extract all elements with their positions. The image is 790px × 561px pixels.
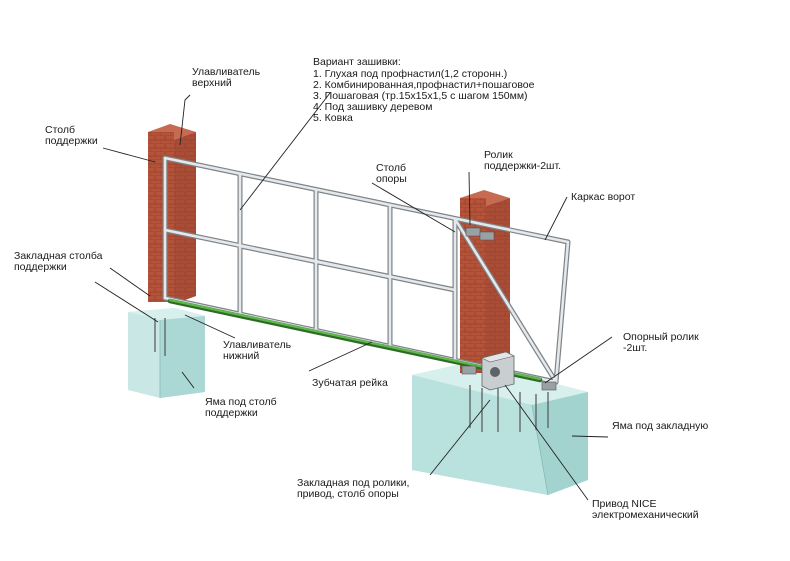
label-pit-embed: Яма под закладную	[612, 420, 708, 432]
variants-item-4: 4. Под зашивку деревом	[313, 101, 432, 113]
label-embed-rollers: Закладная под ролики, привод, столб опор…	[297, 477, 409, 500]
svg-text:Ролик: Ролик	[484, 149, 513, 161]
variants-item-3: 3. Пошаговая (тр.15х15х1,5 с шагом 150мм…	[313, 90, 528, 102]
gear-rack	[167, 298, 543, 383]
svg-text:электромеханический: электромеханический	[592, 509, 699, 521]
variants-item-1: 1. Глухая под профнастил(1,2 сторонн.)	[313, 68, 507, 80]
top-support-rollers	[465, 227, 495, 241]
svg-text:Улавливатель: Улавливатель	[192, 66, 261, 78]
variants-block: Вариант зашивки: 1. Глухая под профнасти…	[313, 56, 535, 124]
svg-text:Закладная столба: Закладная столба	[14, 250, 103, 262]
label-pit-support: Яма под столб поддержки	[205, 396, 277, 419]
support-post-pillar	[148, 124, 196, 304]
label-catcher-bottom: Улавливатель нижний	[223, 339, 292, 362]
svg-text:Зубчатая рейка: Зубчатая рейка	[312, 377, 388, 389]
label-support-post: Столб поддержки	[45, 124, 98, 147]
svg-text:Яма под закладную: Яма под закладную	[612, 420, 708, 432]
label-support-rollers: Опорный ролик -2шт.	[623, 331, 699, 354]
pit-embed	[412, 362, 588, 496]
embed-rods	[154, 318, 549, 432]
svg-text:опоры: опоры	[376, 173, 407, 185]
label-drive: Привод NICE электромеханический	[592, 498, 699, 521]
svg-text:поддержки-2шт.: поддержки-2шт.	[484, 160, 561, 172]
svg-text:Столб: Столб	[376, 162, 406, 174]
main-post-pillar	[460, 190, 510, 374]
label-main-post: Столб опоры	[376, 162, 407, 185]
leader-lines	[94, 92, 613, 501]
svg-text:Каркас ворот: Каркас ворот	[571, 191, 635, 203]
variants-item-2: 2. Комбинированная,профнастил+пошаговое	[313, 79, 535, 91]
support-rollers	[461, 365, 557, 391]
label-top-roller: Ролик поддержки-2шт.	[484, 149, 561, 172]
svg-text:поддержки: поддержки	[205, 407, 258, 419]
svg-text:Яма под столб: Яма под столб	[205, 396, 277, 408]
label-catcher-top: Улавливатель верхний	[192, 66, 261, 89]
variants-title: Вариант зашивки:	[313, 56, 401, 68]
label-support-post-embed: Закладная столба поддержки	[14, 250, 103, 273]
svg-text:Столб: Столб	[45, 124, 75, 136]
label-gate-frame: Каркас ворот	[571, 191, 635, 203]
svg-text:Закладная под ролики,: Закладная под ролики,	[297, 477, 409, 489]
svg-text:Опорный ролик: Опорный ролик	[623, 331, 699, 343]
svg-text:-2шт.: -2шт.	[623, 342, 647, 354]
svg-text:Привод NICE: Привод NICE	[592, 498, 656, 510]
svg-text:поддержки: поддержки	[14, 261, 67, 273]
svg-text:нижний: нижний	[223, 350, 259, 362]
svg-text:поддержки: поддержки	[45, 135, 98, 147]
variants-item-5: 5. Ковка	[313, 112, 353, 124]
pit-support-post	[128, 308, 205, 398]
drive-unit	[481, 351, 515, 391]
svg-text:привод, столб опоры: привод, столб опоры	[297, 488, 399, 500]
svg-text:Улавливатель: Улавливатель	[223, 339, 292, 351]
label-gear-rack: Зубчатая рейка	[312, 377, 388, 389]
svg-text:верхний: верхний	[192, 77, 232, 89]
